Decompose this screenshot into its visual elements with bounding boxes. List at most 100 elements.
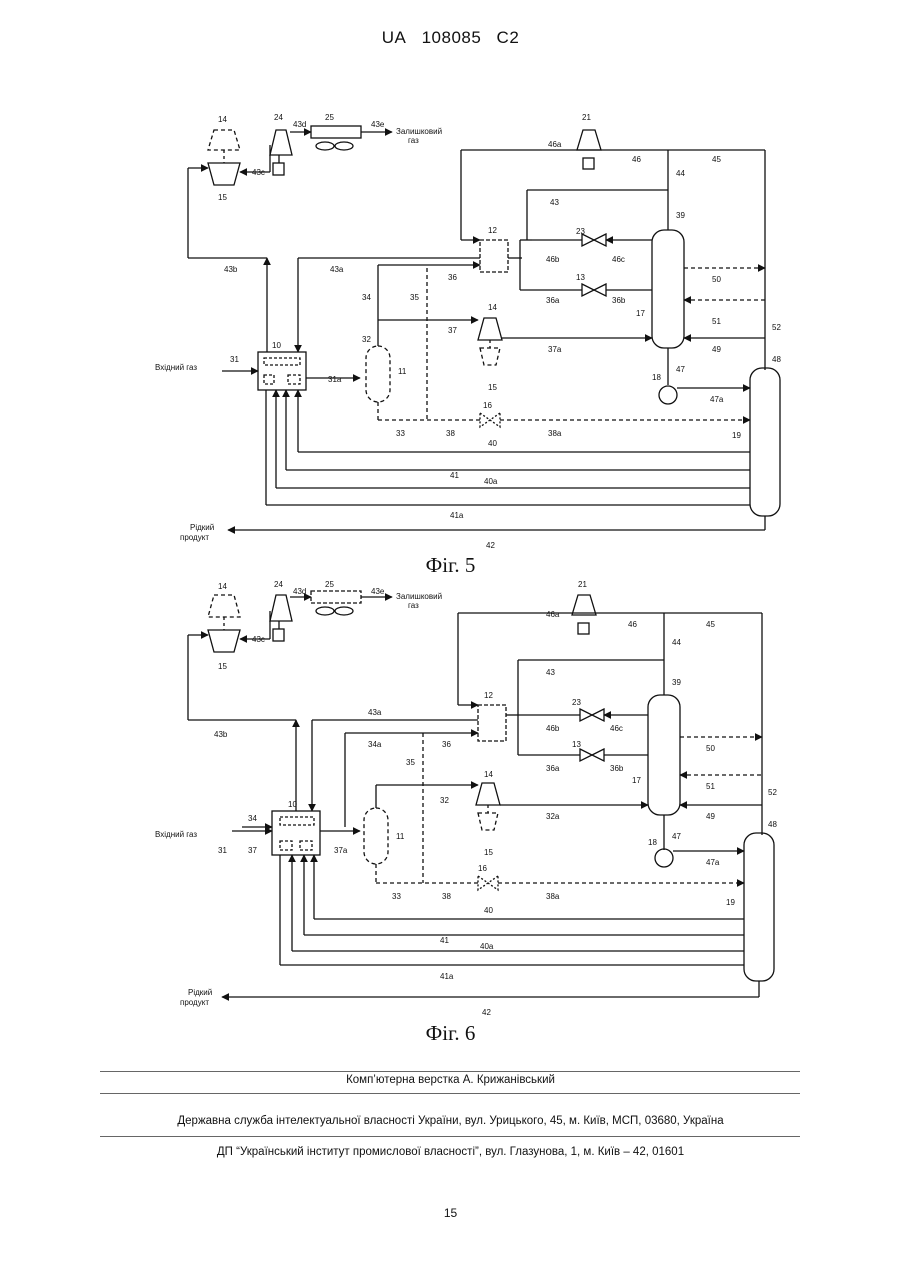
expander-14-shape bbox=[478, 318, 502, 340]
f6-label-39: 39 bbox=[672, 678, 681, 687]
f6-label-43: 43 bbox=[546, 668, 555, 677]
label-36: 36 bbox=[448, 273, 457, 282]
f6-label-44: 44 bbox=[672, 638, 681, 647]
figure-6-caption: Фіг. 6 bbox=[0, 1021, 901, 1046]
f6-label-21: 21 bbox=[578, 580, 587, 589]
label-36a: 36a bbox=[546, 296, 560, 305]
column-17-shape bbox=[652, 230, 684, 348]
footer-rule-1 bbox=[100, 1071, 800, 1072]
label-49: 49 bbox=[712, 345, 721, 354]
cooler-25-shape bbox=[311, 126, 361, 138]
footer-rule-2 bbox=[100, 1093, 800, 1094]
f6-label-41a: 41a bbox=[440, 972, 454, 981]
f6-residue-gas-label-line2: газ bbox=[408, 601, 419, 610]
label-47a: 47a bbox=[710, 395, 724, 404]
f6-label-14-top: 14 bbox=[218, 582, 227, 591]
f6-label-43a: 43a bbox=[368, 708, 382, 717]
inlet-gas-label: Вхідний газ bbox=[155, 363, 197, 372]
label-34: 34 bbox=[362, 293, 371, 302]
f6-liquid-product-label-line2: продукт bbox=[180, 998, 209, 1007]
f6-label-13: 13 bbox=[572, 740, 581, 749]
label-38a: 38a bbox=[548, 429, 562, 438]
f6-label-37: 37 bbox=[248, 846, 257, 855]
label-32: 32 bbox=[362, 335, 371, 344]
f6-label-45: 45 bbox=[706, 620, 715, 629]
f6-label-24: 24 bbox=[274, 580, 283, 589]
label-37: 37 bbox=[448, 326, 457, 335]
label-50: 50 bbox=[712, 275, 721, 284]
f6-label-16: 16 bbox=[478, 864, 487, 873]
f6-label-46: 46 bbox=[628, 620, 637, 629]
label-14-top: 14 bbox=[218, 115, 227, 124]
label-38: 38 bbox=[446, 429, 455, 438]
footer-rule-3 bbox=[100, 1136, 800, 1137]
label-40: 40 bbox=[488, 439, 497, 448]
f6-label-52: 52 bbox=[768, 788, 777, 797]
residue-gas-label-line2: газ bbox=[408, 136, 419, 145]
f6-label-36a: 36a bbox=[546, 764, 560, 773]
f6-label-32: 32 bbox=[440, 796, 449, 805]
label-17: 17 bbox=[636, 309, 645, 318]
compressor-15-top-shape bbox=[208, 163, 240, 185]
f6-label-34: 34 bbox=[248, 814, 257, 823]
label-19: 19 bbox=[732, 431, 741, 440]
footer-office: Державна служба інтелектуальної власност… bbox=[0, 1115, 901, 1127]
label-42: 42 bbox=[486, 541, 495, 550]
footer-layout-credit: Комп’ютерна верстка А. Крижанівський bbox=[0, 1074, 901, 1086]
label-41: 41 bbox=[450, 471, 459, 480]
f6-label-47a: 47a bbox=[706, 858, 720, 867]
f6-label-38: 38 bbox=[442, 892, 451, 901]
f6-inlet-gas-label: Вхідний газ bbox=[155, 830, 197, 839]
label-43d: 43d bbox=[293, 120, 306, 129]
label-24: 24 bbox=[274, 113, 283, 122]
f6-label-43e: 43e bbox=[371, 587, 385, 596]
f6-label-43b: 43b bbox=[214, 730, 228, 739]
label-31a: 31a bbox=[328, 375, 342, 384]
expander-14-top-shape bbox=[208, 130, 240, 150]
f6-label-15-top: 15 bbox=[218, 662, 227, 671]
f6-label-46a: 46a bbox=[546, 610, 560, 619]
label-11: 11 bbox=[398, 367, 407, 376]
pump-18-shape bbox=[659, 386, 677, 404]
label-25: 25 bbox=[325, 113, 334, 122]
label-13: 13 bbox=[576, 273, 585, 282]
f6-label-15: 15 bbox=[484, 848, 493, 857]
label-43a: 43a bbox=[330, 265, 344, 274]
label-52: 52 bbox=[772, 323, 781, 332]
f6-label-34a: 34a bbox=[368, 740, 382, 749]
label-45: 45 bbox=[712, 155, 721, 164]
f6-label-40: 40 bbox=[484, 906, 493, 915]
f6-label-40a: 40a bbox=[480, 942, 494, 951]
liquid-product-label-line1: Рідкий bbox=[190, 523, 214, 532]
f6-label-36b: 36b bbox=[610, 764, 624, 773]
label-15: 15 bbox=[488, 383, 497, 392]
label-12: 12 bbox=[488, 226, 497, 235]
f6-label-17: 17 bbox=[632, 776, 641, 785]
label-46: 46 bbox=[632, 155, 641, 164]
f6-label-42: 42 bbox=[482, 1008, 491, 1017]
label-44: 44 bbox=[676, 169, 685, 178]
figure-5-diagram: 14 15 24 43d 25 43e Залишковий газ 43c 4… bbox=[0, 0, 901, 550]
f6-label-12: 12 bbox=[484, 691, 493, 700]
label-21: 21 bbox=[582, 113, 591, 122]
label-23: 23 bbox=[576, 227, 585, 236]
f6-label-43c: 43c bbox=[252, 635, 265, 644]
residue-gas-label-line1: Залишковий bbox=[396, 127, 442, 136]
label-46c: 46c bbox=[612, 255, 625, 264]
f6-label-47: 47 bbox=[672, 832, 681, 841]
f6-label-25: 25 bbox=[325, 580, 334, 589]
f6-label-50: 50 bbox=[706, 744, 715, 753]
label-14: 14 bbox=[488, 303, 497, 312]
label-43: 43 bbox=[550, 198, 559, 207]
column-19-shape bbox=[750, 368, 780, 516]
f6-label-48: 48 bbox=[768, 820, 777, 829]
compressor-24-shape bbox=[270, 130, 292, 155]
f6-label-36: 36 bbox=[442, 740, 451, 749]
label-40a: 40a bbox=[484, 477, 498, 486]
label-47: 47 bbox=[676, 365, 685, 374]
f6-label-41: 41 bbox=[440, 936, 449, 945]
page-number: 15 bbox=[0, 1206, 901, 1220]
label-46b: 46b bbox=[546, 255, 560, 264]
label-37a: 37a bbox=[548, 345, 562, 354]
f6-label-19: 19 bbox=[726, 898, 735, 907]
